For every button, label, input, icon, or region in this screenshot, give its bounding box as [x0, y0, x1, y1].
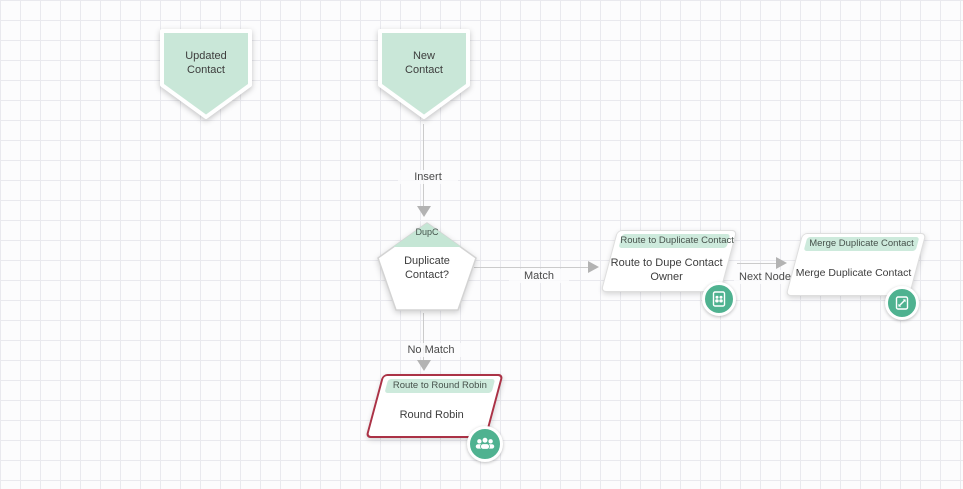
edge-no-match-label[interactable]: No Match: [401, 343, 461, 357]
edge-insert-label[interactable]: Insert: [398, 170, 458, 184]
node-label: Updated Contact: [185, 50, 227, 76]
node-tab-label: DupC: [415, 227, 439, 237]
edge-next-node-label[interactable]: Next Node: [734, 270, 796, 284]
edge-next-node-line: [737, 263, 777, 264]
node-label: Duplicate Contact?: [404, 255, 450, 281]
edge-match-line: [474, 267, 590, 268]
node-label: New Contact: [405, 50, 443, 76]
edge-no-match-line: [423, 313, 424, 360]
edge-match-arrowhead: [588, 261, 599, 273]
edge-insert-arrowhead: [417, 206, 431, 217]
node-header: Route to Duplicate Contact: [618, 234, 734, 248]
node-label: Merge Duplicate Contact: [795, 267, 912, 279]
banner-shape: [160, 29, 252, 119]
edge-next-node-arrowhead: [776, 257, 787, 269]
node-updated-contact[interactable]: Updated Contact: [158, 27, 254, 121]
node-label: Round Robin: [400, 408, 465, 421]
node-new-contact[interactable]: New Contact: [376, 27, 472, 121]
edge-insert-line: [423, 124, 424, 206]
node-label: Route to Dupe Contact Owner: [610, 256, 723, 283]
node-duplicate-contact[interactable]: DupC Duplicate Contact?: [375, 220, 479, 313]
edge-no-match-arrowhead: [417, 360, 431, 371]
pentagon-shape: [377, 222, 477, 311]
node-header: Route to Round Robin: [384, 379, 496, 393]
banner-shape: [378, 29, 470, 119]
route-to-owner-icon: [702, 282, 736, 316]
merge-contact-icon: [885, 286, 919, 320]
round-robin-group-icon: [467, 426, 503, 462]
node-header: Merge Duplicate Contact: [803, 237, 920, 251]
edge-match-label[interactable]: Match: [509, 269, 569, 283]
